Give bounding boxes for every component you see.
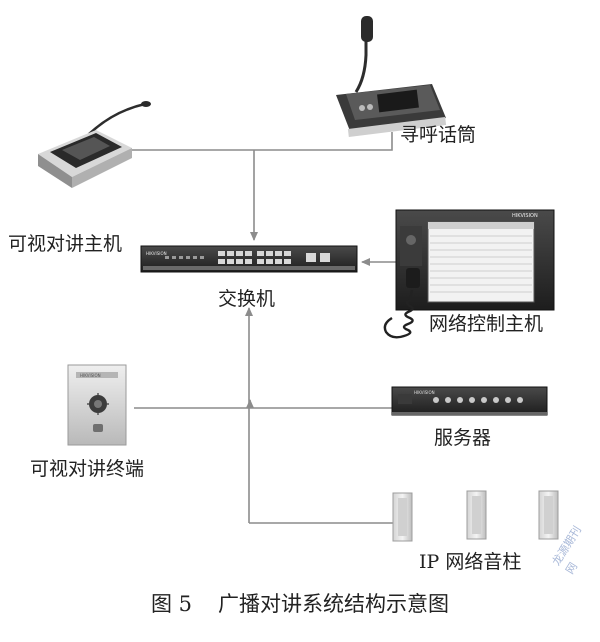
server-device: HIKVISION bbox=[391, 386, 548, 416]
label-paging-mic: 寻呼话筒 bbox=[400, 124, 477, 146]
column-speaker bbox=[538, 490, 559, 540]
paging-microphone bbox=[336, 16, 447, 137]
label-network-control-host: 网络控制主机 bbox=[429, 313, 544, 335]
ip-column-speakers bbox=[392, 490, 559, 542]
figure-caption: 图 5 广播对讲系统结构示意图 bbox=[0, 588, 600, 618]
label-ip-column-speaker: IP 网络音柱 bbox=[419, 551, 522, 573]
figure-title: 广播对讲系统结构示意图 bbox=[218, 592, 450, 616]
label-video-intercom-terminal: 可视对讲终端 bbox=[30, 458, 145, 480]
connector-lines bbox=[130, 132, 408, 524]
column-speaker bbox=[466, 490, 487, 540]
label-server: 服务器 bbox=[434, 427, 492, 449]
switch-brand-text: HIKVISION bbox=[146, 251, 167, 256]
server-brand-text: HIKVISION bbox=[414, 390, 435, 395]
switch-ports bbox=[218, 251, 330, 264]
video-intercom-terminal-device: HIKVISION bbox=[67, 364, 127, 446]
network-control-host-device: HIKVISION bbox=[383, 209, 555, 339]
video-intercom-host-device bbox=[38, 101, 151, 188]
screen-table-rows bbox=[430, 235, 532, 293]
figure-number: 图 5 bbox=[150, 592, 193, 616]
terminal-brand-text: HIKVISION bbox=[80, 373, 101, 378]
server-knobs bbox=[433, 397, 523, 403]
network-switch: HIKVISION bbox=[140, 245, 358, 273]
column-speaker bbox=[392, 492, 413, 542]
coiled-cord bbox=[383, 289, 414, 339]
line-host-to-mic bbox=[130, 132, 393, 151]
label-video-intercom-host: 可视对讲主机 bbox=[8, 233, 123, 255]
control-host-brand-text: HIKVISION bbox=[512, 213, 538, 219]
label-switch: 交换机 bbox=[218, 288, 276, 310]
